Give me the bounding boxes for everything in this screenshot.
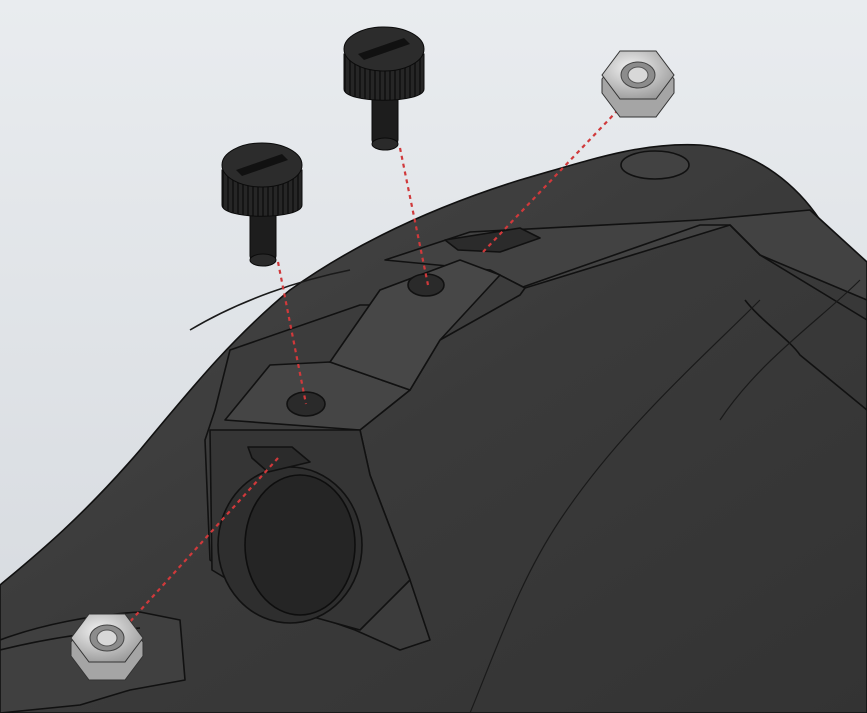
housing-crease-1 [469, 299, 761, 713]
thumb-screw-left[interactable] [221, 142, 303, 267]
housing-bracket[interactable] [0, 143, 867, 713]
housing-crease-2 [719, 279, 861, 421]
explode-lines [117, 109, 619, 636]
nut-pocket-top [444, 227, 541, 253]
screw-tip [249, 253, 277, 267]
nut-bore-inner [96, 629, 118, 647]
housing-ridge [519, 224, 867, 321]
explode-line-screw-left [276, 261, 308, 405]
nut-pocket-front [247, 446, 311, 473]
thumb-screw-right[interactable] [343, 26, 425, 151]
bore-hole-inner [244, 474, 356, 616]
housing-left-edge [189, 269, 351, 331]
screw-tip [371, 137, 399, 151]
top-boss [620, 150, 690, 180]
screw-slot [236, 154, 288, 176]
hex-nut-bottom[interactable] [70, 613, 144, 681]
screw-slot [358, 38, 410, 60]
boss-top-face-2 [329, 259, 501, 391]
housing-ridge-2 [744, 299, 867, 411]
nut-bore-inner [627, 66, 649, 84]
hex-nut-top[interactable] [601, 50, 675, 118]
explode-line-nut-top [482, 109, 619, 253]
